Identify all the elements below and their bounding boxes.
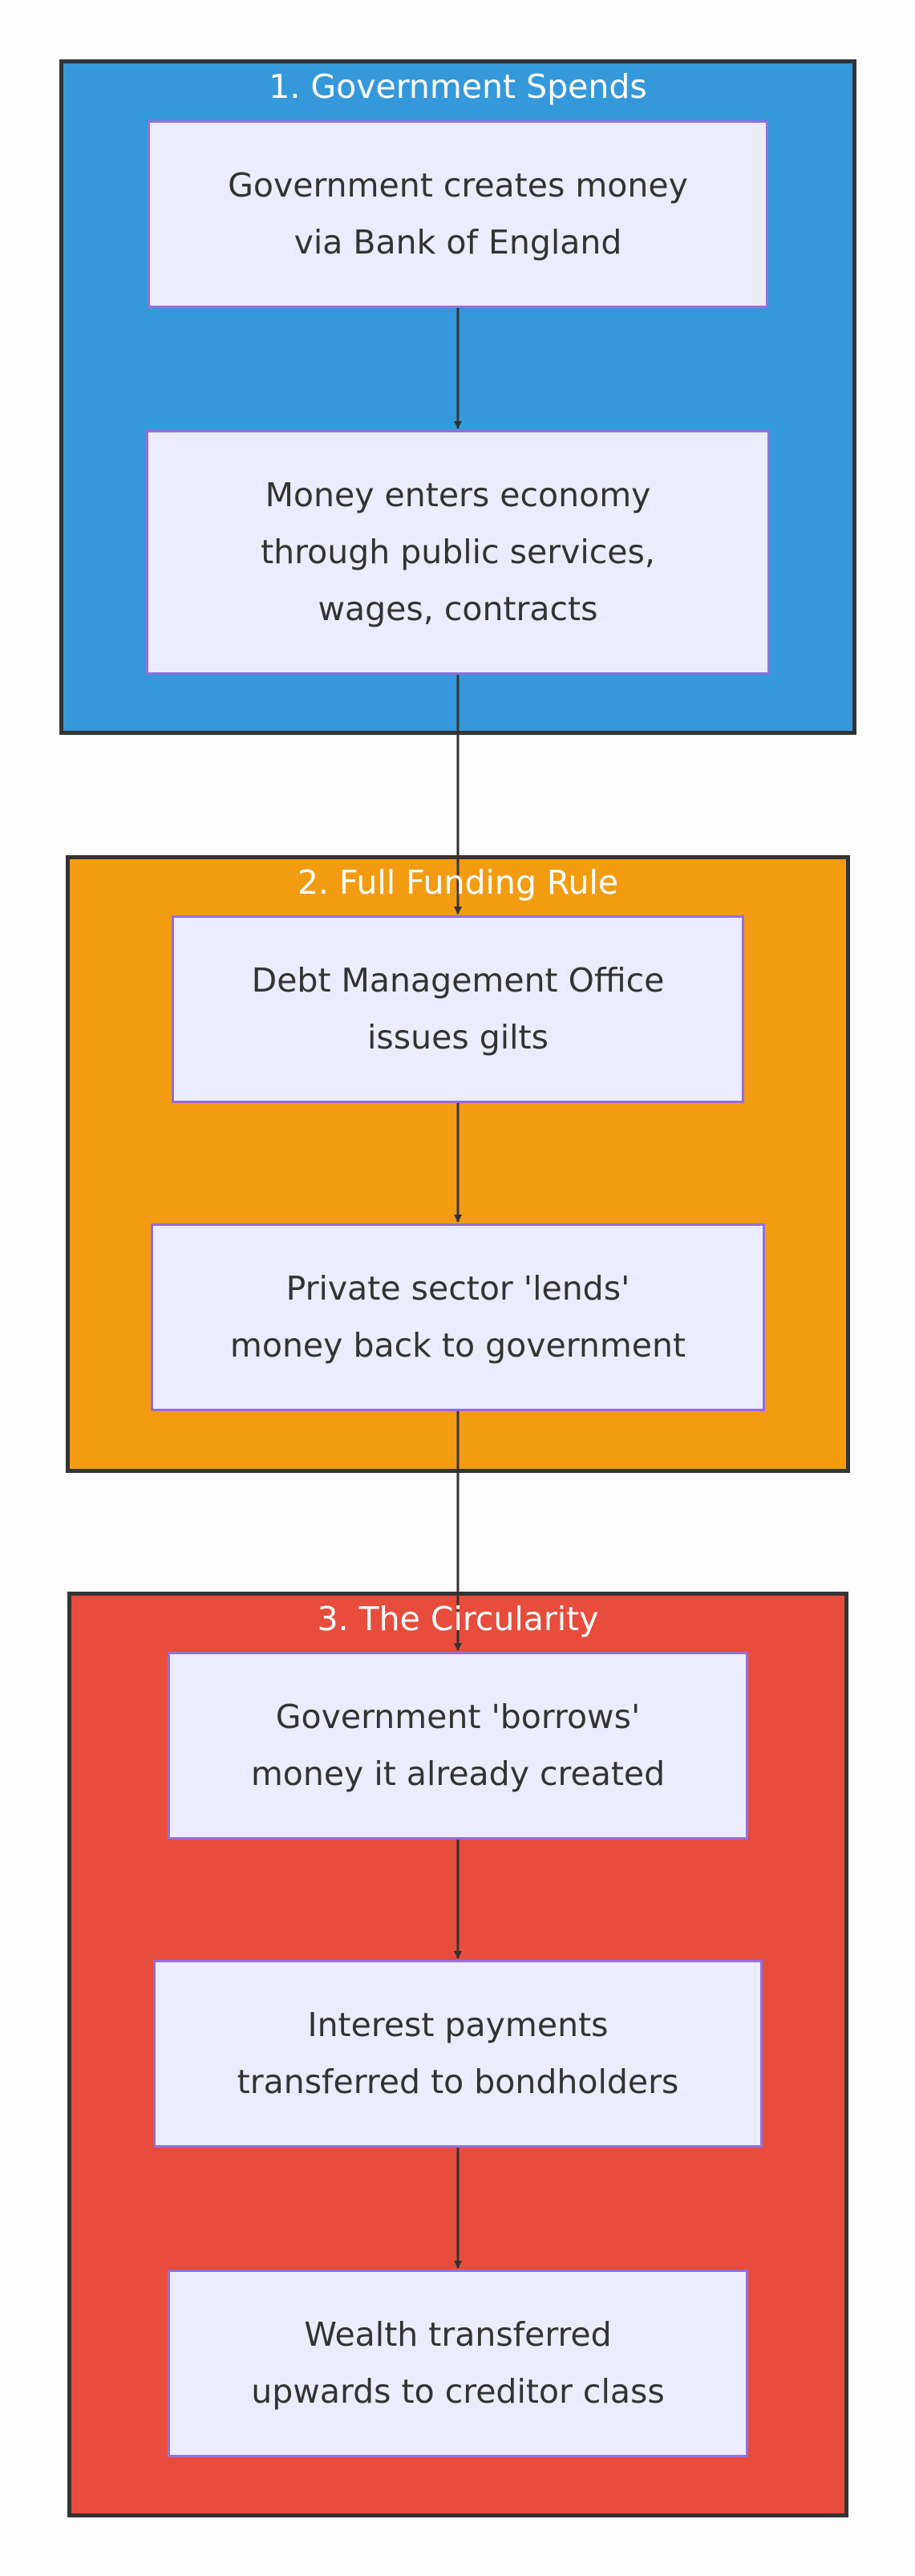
- node-line: money back to government: [229, 1326, 686, 1365]
- node-wealth-transferred: Wealth transferred upwards to creditor c…: [168, 2270, 748, 2457]
- node-line: Wealth transferred: [304, 2315, 612, 2354]
- group-title: 2. Full Funding Rule: [297, 863, 619, 902]
- node-government-creates-money: Government creates money via Bank of Eng…: [148, 120, 768, 308]
- node-private-sector-lends: Private sector 'lends' money back to gov…: [151, 1223, 765, 1411]
- node-line: money it already created: [250, 1755, 666, 1793]
- node-line: issues gilts: [367, 1018, 549, 1057]
- node-line: Private sector 'lends': [285, 1269, 630, 1308]
- node-line: via Bank of England: [294, 223, 622, 262]
- group-title: 3. The Circularity: [317, 1600, 599, 1638]
- group-title: 1. Government Spends: [269, 67, 647, 106]
- node-line: Government 'borrows': [275, 1698, 641, 1736]
- node-money-enters-economy: Money enters economy through public serv…: [146, 430, 770, 675]
- node-debt-management-office: Debt Management Office issues gilts: [172, 915, 744, 1103]
- node-line: Money enters economy: [265, 476, 651, 514]
- node-line: upwards to creditor class: [251, 2372, 665, 2411]
- node-line: Debt Management Office: [251, 961, 665, 1000]
- node-line: wages, contracts: [318, 590, 598, 628]
- node-line: Government creates money: [228, 166, 688, 205]
- node-interest-payments: Interest payments transferred to bondhol…: [153, 1960, 763, 2148]
- node-line: Interest payments: [307, 2006, 609, 2044]
- node-line: transferred to bondholders: [237, 2063, 679, 2101]
- node-government-borrows: Government 'borrows' money it already cr…: [168, 1652, 748, 1840]
- node-line: through public services,: [261, 533, 655, 571]
